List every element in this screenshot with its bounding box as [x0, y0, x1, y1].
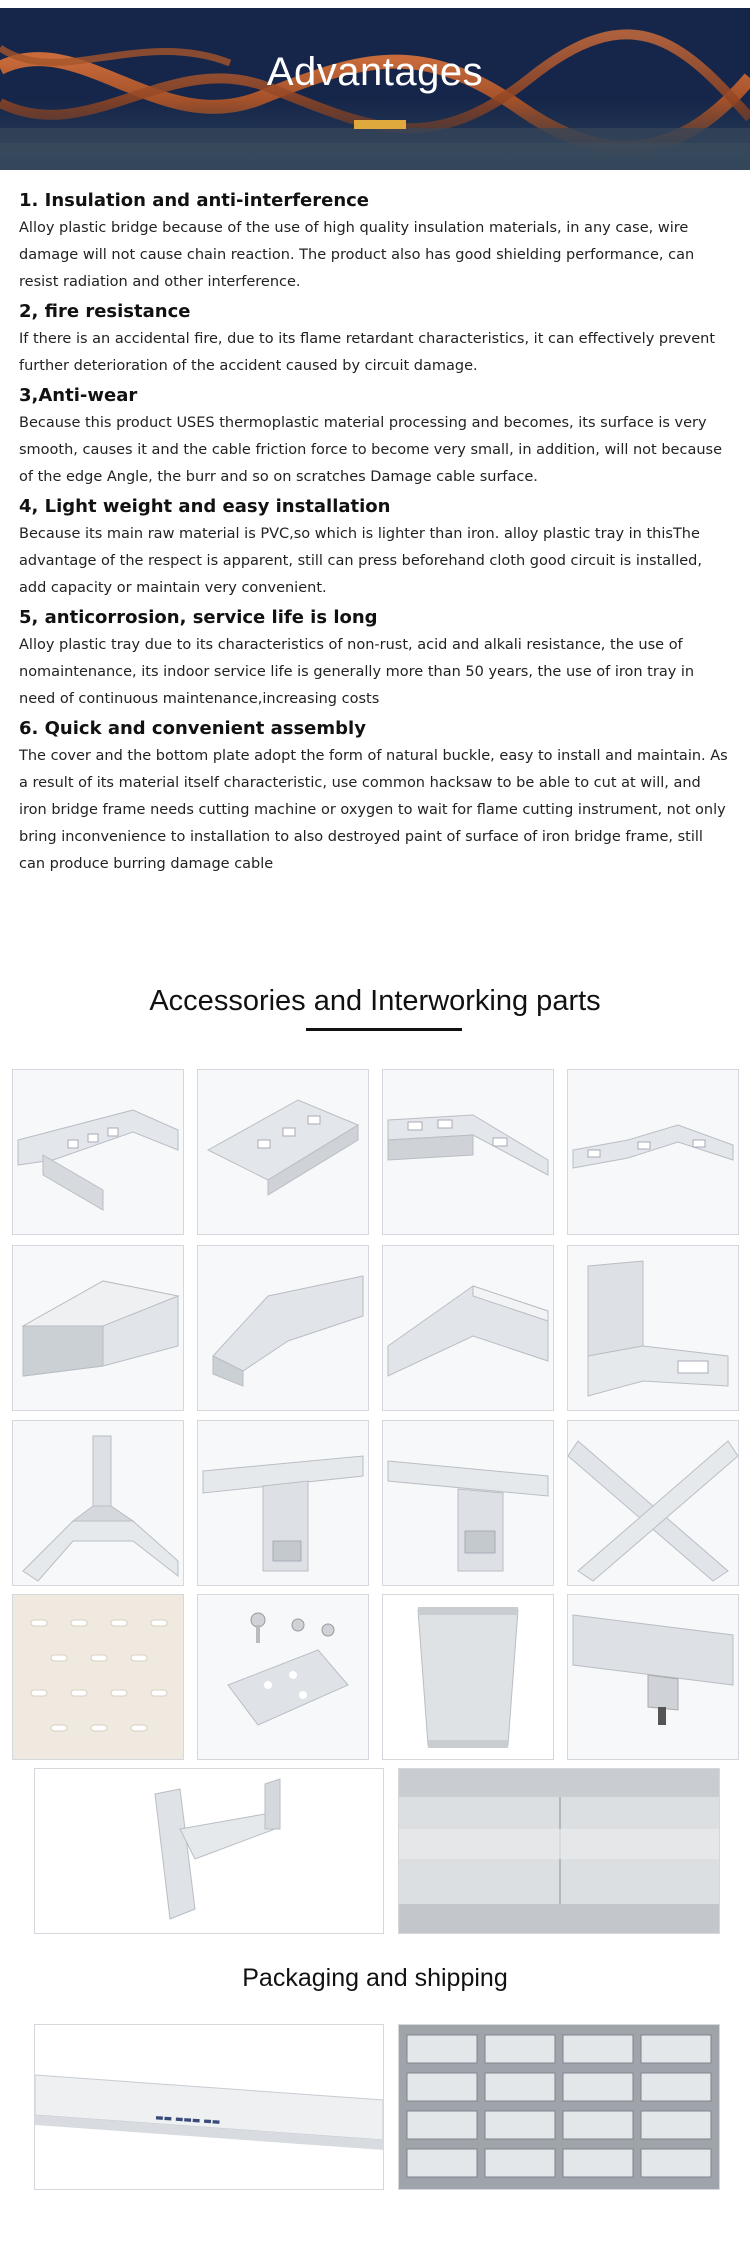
- accessory-cross-tray-image: [567, 1420, 739, 1586]
- accessory-elbow-tray-image: [12, 1245, 184, 1411]
- accessory-tray-end-support-image: [567, 1594, 739, 1760]
- advantage-heading-3: 3,Anti-wear: [19, 385, 138, 406]
- accessory-cross-ladder-image: [197, 1069, 369, 1235]
- advantage-text-2: If there is an accidental fire, due to i…: [19, 331, 716, 374]
- banner-accent-bar: [354, 120, 406, 129]
- advantage-text-1: Alloy plastic bridge because of the use …: [19, 220, 695, 290]
- accessory-vertical-tee-image: [12, 1420, 184, 1586]
- packaging-title: Packaging and shipping: [242, 1964, 508, 1992]
- accessory-45-degree-tray-image: [197, 1245, 369, 1411]
- packaging-wrapped-tray-image: ▬▬ ▬▬▬ ▬▬: [34, 2024, 384, 2190]
- accessory-down-tee-tray-image: [382, 1420, 554, 1586]
- accessory-connection-plate-bolts-image: [197, 1594, 369, 1760]
- advantage-heading-1: 1. Insulation and anti-interference: [19, 190, 370, 211]
- advantage-heading-2: 2, fire resistance: [19, 301, 191, 322]
- advantage-heading-5: 5, anticorrosion, service life is long: [19, 607, 378, 628]
- advantage-text-3: Because this product USES thermoplastic …: [19, 415, 722, 485]
- accessory-vertical-elbow-tray-image: [382, 1245, 554, 1411]
- accessory-wall-bracket-image: [34, 1768, 384, 1934]
- advantage-heading-6: 6. Quick and convenient assembly: [19, 718, 366, 739]
- svg-text:▬▬ ▬▬▬ ▬▬: ▬▬ ▬▬▬ ▬▬: [155, 2113, 221, 2128]
- accessory-vertical-bend-ladder-image: [382, 1069, 554, 1235]
- advantages-list: 1. Insulation and anti-interference Allo…: [19, 188, 731, 881]
- accessory-horizontal-tee-ladder-image: [12, 1069, 184, 1235]
- accessory-partition-profile-image: [382, 1594, 554, 1760]
- accessories-underline: [306, 1028, 462, 1031]
- banner-title: Advantages: [266, 50, 484, 94]
- packaging-stacked-trays-image: [398, 2024, 720, 2190]
- accessory-tray-cover-closeup-image: [398, 1768, 720, 1934]
- banner-glow: [0, 100, 750, 170]
- accessory-perforated-plate-image: [12, 1594, 184, 1760]
- advantage-text-5: Alloy plastic tray due to its characteri…: [19, 637, 695, 707]
- advantages-banner: Advantages: [0, 8, 750, 170]
- accessory-vertical-up-elbow-image: [567, 1245, 739, 1411]
- accessory-horizontal-tee-tray-image: [197, 1420, 369, 1586]
- advantage-heading-4: 4, Light weight and easy installation: [19, 496, 391, 517]
- accessories-title: Accessories and Interworking parts: [149, 985, 601, 1017]
- accessory-angled-ladder-image: [567, 1069, 739, 1235]
- advantage-text-4: Because its main raw material is PVC,so …: [19, 526, 702, 596]
- advantage-text-6: The cover and the bottom plate adopt the…: [19, 748, 728, 872]
